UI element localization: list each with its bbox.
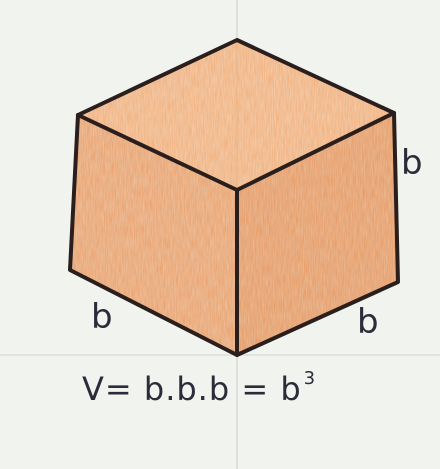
edge-label-right: b xyxy=(401,143,423,183)
edge-label-front: b xyxy=(357,302,379,342)
volume-formula-text: V= b.b.b = b xyxy=(82,370,302,408)
edge-label-left: b xyxy=(91,297,113,337)
cube-right-face xyxy=(237,113,398,355)
cube-left-face xyxy=(70,115,237,355)
cube-edges xyxy=(68,38,400,357)
volume-formula-exponent: 3 xyxy=(303,368,317,389)
